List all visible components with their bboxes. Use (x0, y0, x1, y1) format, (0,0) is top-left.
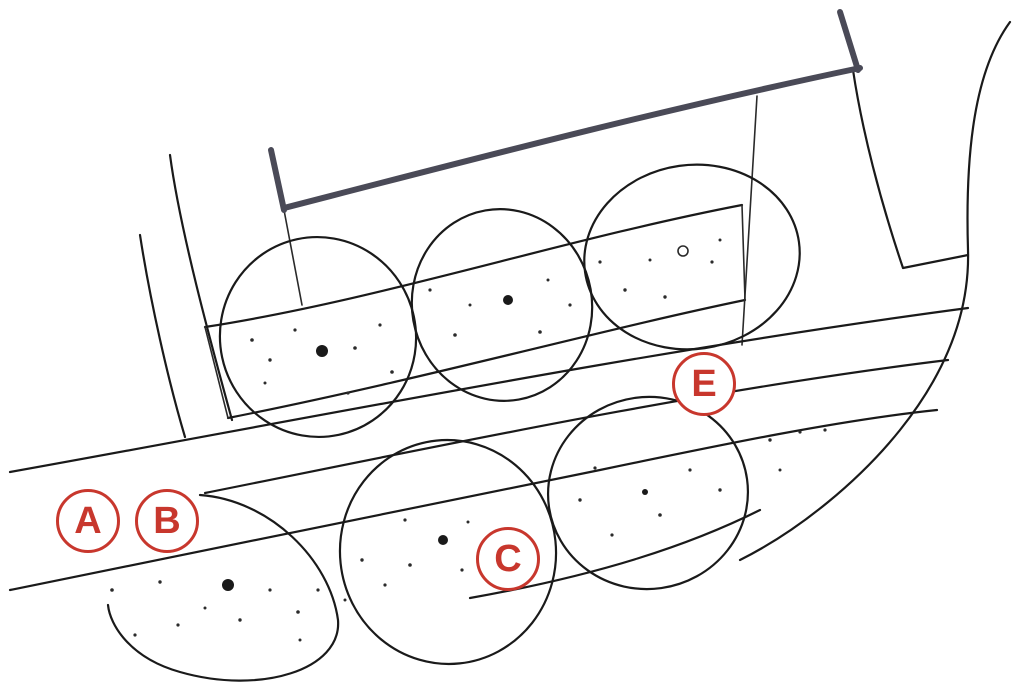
upper-roller-1 (218, 235, 418, 439)
marker-c: C (476, 527, 540, 591)
lower-roller-3 (546, 395, 750, 591)
lower-roller-3-center (642, 489, 648, 495)
left-post (168, 153, 234, 422)
upper-roller-2-center (503, 295, 513, 305)
marker-e: E (672, 352, 736, 416)
lower-roller-left-center (222, 579, 234, 591)
marker-b: B (135, 489, 199, 553)
upper-stem-1 (283, 209, 303, 306)
belt-line-3 (8, 408, 939, 592)
frame-crossbar (281, 65, 863, 211)
belt-line-2 (203, 358, 950, 495)
belt-line-1 (8, 306, 970, 474)
upper-band-inner-left (204, 326, 229, 419)
right-post (851, 68, 970, 270)
frame-right-leg (837, 9, 861, 73)
upper-band-inner-right (741, 204, 746, 301)
upper-roller-1-center (316, 345, 328, 357)
upper-band-top (203, 203, 744, 329)
lower-roller-2 (338, 438, 558, 666)
upper-structure (138, 20, 1012, 562)
lower-roller-left (106, 493, 340, 682)
top-frame (268, 9, 863, 213)
frame-left-leg (268, 147, 287, 213)
left-short-post (138, 233, 187, 439)
right-curve (738, 20, 1012, 562)
upper-stem-2 (741, 95, 758, 346)
lower-rollers (106, 395, 750, 682)
upper-band-bottom (226, 298, 747, 420)
marker-a: A (56, 489, 120, 553)
upper-band (203, 95, 758, 420)
lower-roller-2-center (438, 535, 448, 545)
texture-specks (110, 238, 827, 642)
upper-roller-3-center (677, 245, 689, 257)
